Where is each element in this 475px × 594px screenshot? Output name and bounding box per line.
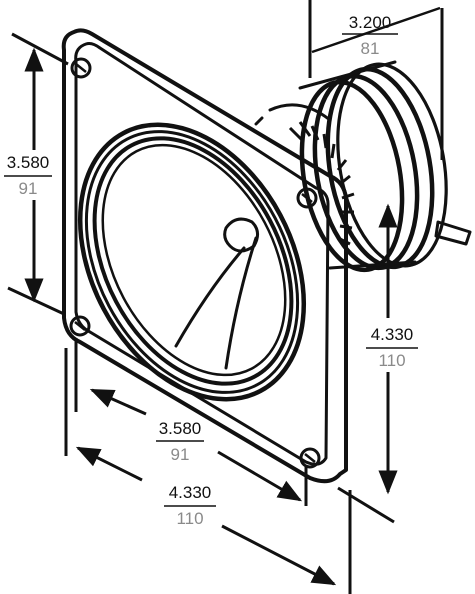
magnet-ring-3 — [299, 79, 405, 273]
depth-mm-label: 81 — [361, 39, 380, 58]
flange-height-mm-label: 91 — [19, 179, 38, 198]
screw-bottom-right — [299, 447, 321, 469]
flange-height-inch-label: 3.580 — [7, 153, 50, 172]
dimension-flange-width: 3.580 91 — [74, 338, 308, 506]
dimension-depth: 3.200 81 — [308, 0, 444, 160]
dimension-arrow-left — [89, 388, 147, 416]
overall-height-inch-label: 4.330 — [371, 325, 414, 344]
horn-rim-outer — [77, 122, 307, 402]
extension-line — [11, 32, 69, 66]
horn-rim-inner — [101, 143, 287, 377]
dimension-overall-width: 4.330 110 — [64, 348, 352, 594]
extension-line — [337, 486, 395, 524]
dimension-flange-height: 3.580 91 — [4, 32, 69, 316]
overall-width-inch-label: 4.330 — [169, 483, 212, 502]
depth-inch-label: 3.200 — [349, 13, 392, 32]
motor-assembly — [254, 60, 472, 273]
overall-height-mm-label: 110 — [378, 351, 405, 370]
horn-rim-3 — [92, 136, 294, 386]
screw-top-right — [296, 187, 318, 209]
screw-top-left — [70, 57, 92, 79]
front-flange — [61, 28, 348, 484]
dimension-arrow-left — [75, 446, 143, 482]
flange-outer — [61, 28, 348, 484]
terminal-tab — [434, 220, 472, 246]
flange-width-inch-label: 3.580 — [159, 419, 202, 438]
dimension-line — [311, 6, 441, 54]
overall-width-mm-label: 110 — [176, 509, 203, 528]
magnet-ring-2 — [312, 73, 420, 271]
horn-mouth — [77, 122, 307, 402]
extension-line — [7, 286, 65, 316]
dimension-overall-height: 4.330 110 — [337, 203, 418, 524]
dimension-arrow-right — [221, 524, 337, 586]
screw-bottom-left — [69, 315, 91, 337]
ribbed-collar — [254, 103, 355, 246]
dimension-arrow-right — [217, 450, 303, 502]
flange-width-mm-label: 91 — [171, 445, 190, 464]
horn-rim-2 — [84, 130, 300, 394]
magnet-ring-1 — [325, 66, 435, 270]
